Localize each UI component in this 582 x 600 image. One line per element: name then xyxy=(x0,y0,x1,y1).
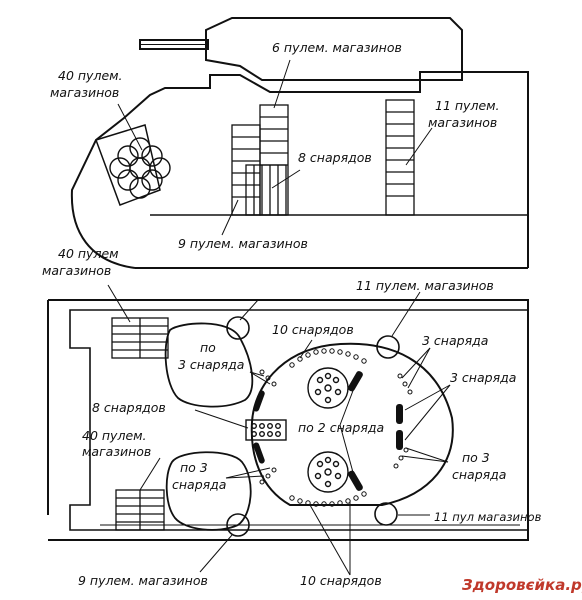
shells-8-box xyxy=(245,419,287,441)
shell-box xyxy=(245,164,287,216)
label-right-bottom-mags: 11 пул магазинов xyxy=(434,510,542,524)
label-bottom-mags: 9 пулем. магазинов xyxy=(78,573,208,588)
side-leaders xyxy=(117,59,433,236)
label-right-mags-1: 11 пулем. xyxy=(435,98,500,113)
top-left-mag-box xyxy=(111,317,169,359)
label-po3-c-1: по 3 xyxy=(462,450,490,465)
label-shells-8: 8 снарядов xyxy=(92,400,166,415)
top-hull-outline xyxy=(47,299,529,541)
label-po3-b-1: по 3 xyxy=(180,460,208,475)
label-three-shells-b: 3 снаряда xyxy=(450,370,516,385)
top-view xyxy=(47,284,529,576)
label-top-left-mags-2: магазинов xyxy=(42,263,111,278)
label-po3-a-2: 3 снаряда xyxy=(178,357,244,372)
drum-bottom xyxy=(307,451,349,493)
label-side-bottom-mags: 9 пулем. магазинов xyxy=(178,236,308,251)
mag-stack-right xyxy=(385,99,415,216)
drum-magazines xyxy=(109,137,171,199)
seat-bottom xyxy=(165,451,252,531)
label-po3-b-2: снаряда xyxy=(172,477,226,492)
watermark: Здоровєйка.ру xyxy=(462,576,582,594)
seat-top xyxy=(164,322,254,408)
label-po2: по 2 снаряда xyxy=(298,420,384,435)
side-view xyxy=(70,17,529,269)
bottom-left-mag-box xyxy=(115,489,165,531)
drum-top xyxy=(307,367,349,409)
shell-bars xyxy=(253,371,403,491)
label-front-mags-1: 40 пулем. xyxy=(58,68,123,83)
turret xyxy=(205,17,463,81)
label-three-shells-a: 3 снаряда xyxy=(422,333,488,348)
label-shells-10-bottom: 10 снарядов xyxy=(300,573,382,588)
hatch-circles xyxy=(226,316,400,537)
mag-stack-center xyxy=(259,104,289,216)
label-top-right-mags: 11 пулем. магазинов xyxy=(356,278,494,293)
top-leaders xyxy=(107,284,451,576)
label-shells-10-top: 10 снарядов xyxy=(272,322,354,337)
label-top-left-mags-1: 40 пулем xyxy=(58,246,119,261)
label-po3-c-2: снаряда xyxy=(452,467,506,482)
label-turret-mags: 6 пулем. магазинов xyxy=(272,40,402,55)
top-inner-outline xyxy=(69,309,528,531)
label-front-mags-2: магазинов xyxy=(50,85,119,100)
hull-outline xyxy=(70,71,529,269)
label-side-shells: 8 снарядов xyxy=(298,150,372,165)
label-po3-a-1: по xyxy=(200,340,216,355)
label-right-mags-2: магазинов xyxy=(428,115,497,130)
label-left-mags2-2: магазинов xyxy=(82,444,151,459)
turret-ring-dots xyxy=(259,348,413,507)
label-left-mags2-1: 40 пулем. xyxy=(82,428,147,443)
